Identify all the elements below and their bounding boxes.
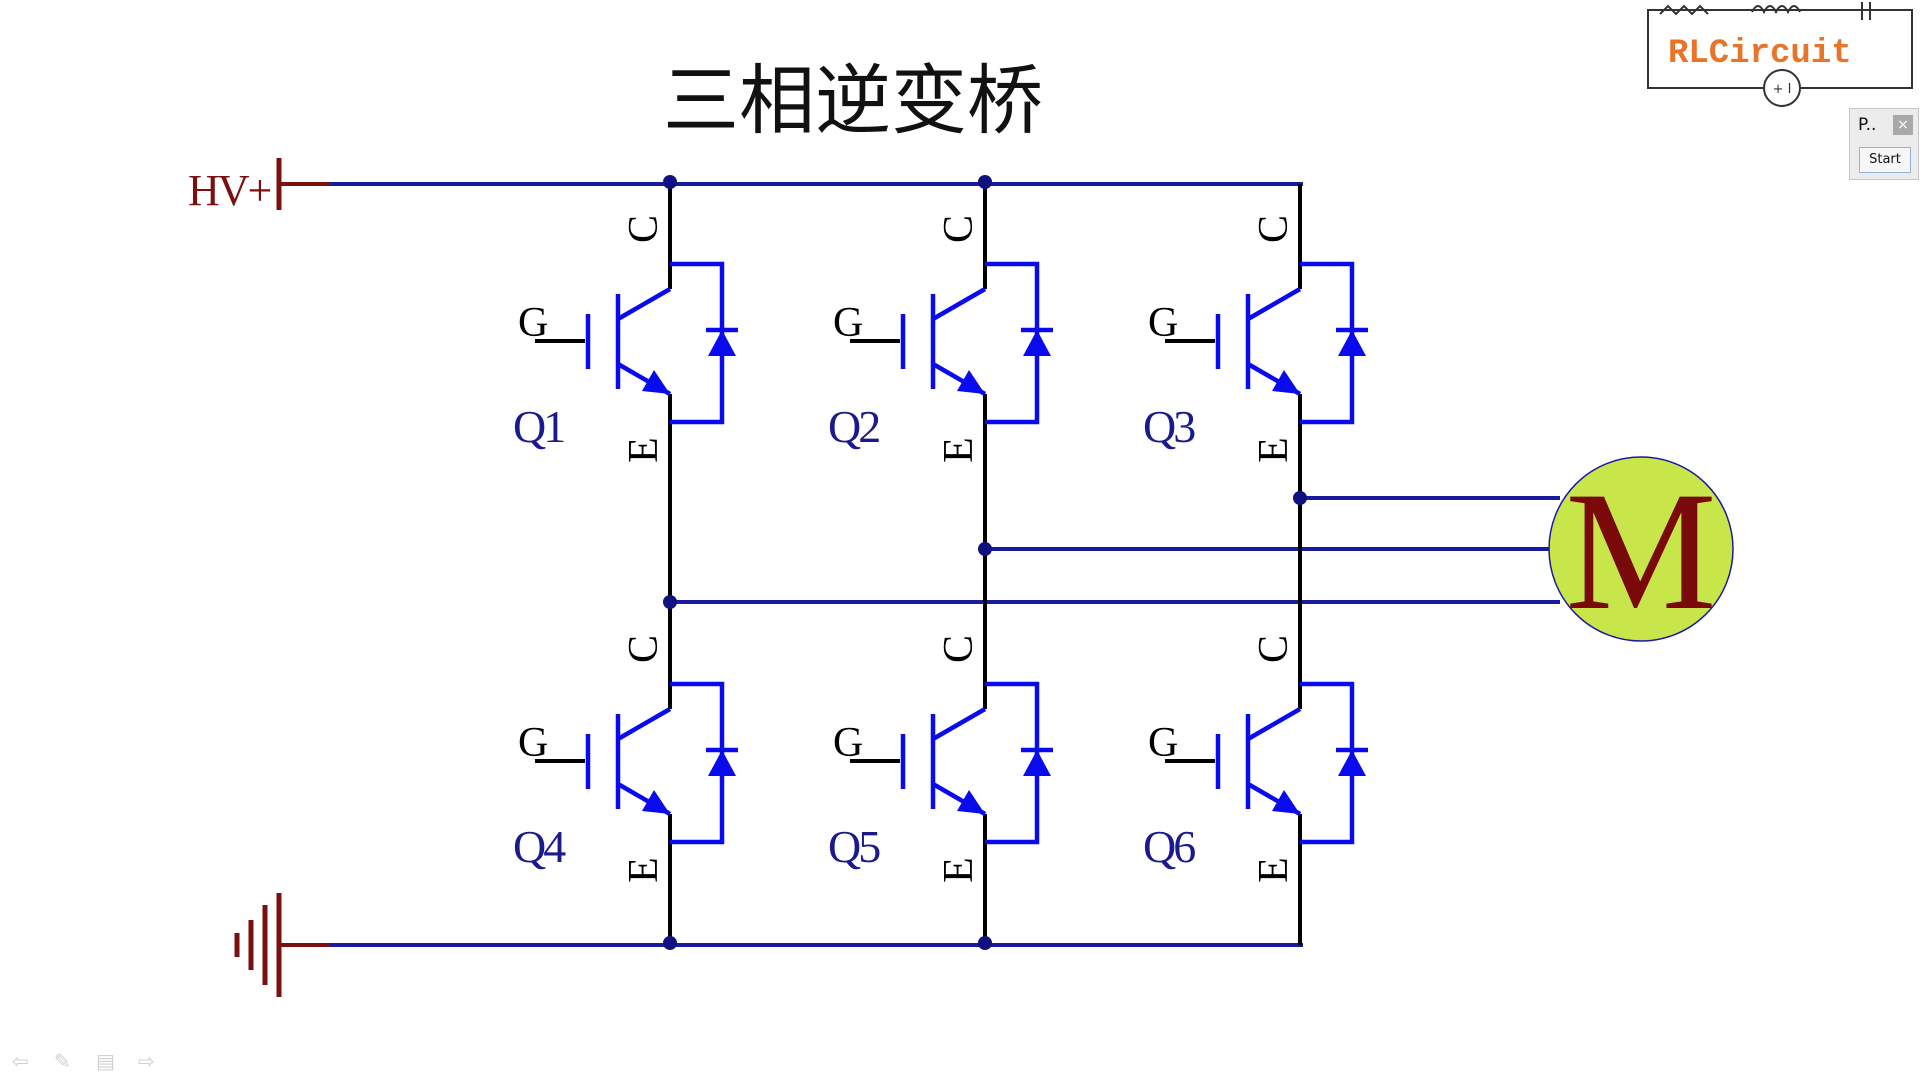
close-icon[interactable]: × (1893, 115, 1913, 135)
igbt-cell: C E G Q2 (828, 184, 1053, 604)
start-button[interactable]: Start (1859, 147, 1911, 173)
junction-dot (978, 175, 992, 189)
igbt-cell: C E G Q5 (828, 604, 1053, 945)
emitter-arrow (957, 790, 985, 814)
collector-pin-label: C (936, 635, 982, 663)
logo-text: RLCircuit (1668, 35, 1852, 73)
collector-diagonal (1246, 707, 1302, 741)
gate-pin-label: G (833, 300, 863, 346)
diode-path (985, 681, 1040, 845)
emitter-arrow (642, 370, 670, 394)
diode-triangle (1338, 330, 1366, 356)
emitter-pin-label: E (936, 857, 982, 883)
junction-dot (978, 542, 992, 556)
diode-triangle (1338, 750, 1366, 776)
diode-triangle (1023, 750, 1051, 776)
pen-icon[interactable]: ✎ (54, 1049, 71, 1073)
gate-pin-label: G (518, 720, 548, 766)
igbt-cell: C E G Q6 (1143, 604, 1368, 945)
gate-pin-label: G (1148, 720, 1178, 766)
igbt-cell: C E G Q1 (513, 184, 738, 604)
gate-pin-label: G (1148, 300, 1178, 346)
presenter-mini-panel: P.. × Start (1849, 108, 1919, 180)
collector-diagonal (616, 287, 672, 321)
transistor-label: Q3 (1143, 401, 1195, 452)
collector-diagonal (931, 707, 987, 741)
junction-dot (978, 936, 992, 950)
diode-path (670, 681, 725, 845)
diode-path (670, 261, 725, 425)
collector-pin-label: C (1251, 215, 1297, 243)
hv-supply-symbol (276, 158, 330, 210)
emitter-arrow (1272, 370, 1300, 394)
diode-triangle (1023, 330, 1051, 356)
transistor-label: Q6 (1143, 821, 1195, 872)
rlcircuit-logo: + I (1647, 2, 1913, 107)
junction-dot (663, 595, 677, 609)
mini-panel-title: P.. (1858, 115, 1877, 135)
emitter-arrow (1272, 790, 1300, 814)
emitter-arrow (642, 790, 670, 814)
igbt-cell: C E G Q4 (513, 604, 738, 945)
collector-pin-label: C (621, 215, 667, 243)
hv-plus-label: HV+ (188, 166, 271, 215)
slide-nav: ⇦ ✎ ▤ ⇨ (12, 1049, 166, 1073)
gate-pin-label: G (518, 300, 548, 346)
emitter-pin-label: E (621, 857, 667, 883)
emitter-arrow (957, 370, 985, 394)
diode-path (1300, 681, 1355, 845)
emitter-pin-label: E (1251, 437, 1297, 463)
collector-diagonal (1246, 287, 1302, 321)
menu-icon[interactable]: ▤ (96, 1049, 115, 1073)
diagram-title: 三相逆变桥 (663, 56, 1043, 145)
emitter-pin-label: E (1251, 857, 1297, 883)
collector-pin-label: C (936, 215, 982, 243)
collector-diagonal (931, 287, 987, 321)
igbt-cell: C E G Q3 (1143, 184, 1368, 604)
junction-dot (1293, 491, 1307, 505)
transistor-label: Q5 (828, 821, 880, 872)
motor-label: M (1565, 457, 1716, 645)
back-arrow-icon[interactable]: ⇦ (12, 1049, 29, 1073)
diode-triangle (708, 750, 736, 776)
forward-arrow-icon[interactable]: ⇨ (138, 1049, 155, 1073)
diode-path (1300, 261, 1355, 425)
diode-triangle (708, 330, 736, 356)
diode-path (985, 261, 1040, 425)
logo-source-symbol: + I (1773, 82, 1792, 97)
collector-pin-label: C (1251, 635, 1297, 663)
junction-dot (663, 936, 677, 950)
junction-dot (663, 175, 677, 189)
emitter-pin-label: E (936, 437, 982, 463)
transistor-label: Q4 (513, 821, 566, 872)
transistor-label: Q2 (828, 401, 879, 452)
transistor-label: Q1 (513, 401, 564, 452)
collector-diagonal (616, 707, 672, 741)
ground-symbol (234, 893, 330, 997)
gate-pin-label: G (833, 720, 863, 766)
collector-pin-label: C (621, 635, 667, 663)
motor-circle (1548, 456, 1734, 642)
emitter-pin-label: E (621, 437, 667, 463)
